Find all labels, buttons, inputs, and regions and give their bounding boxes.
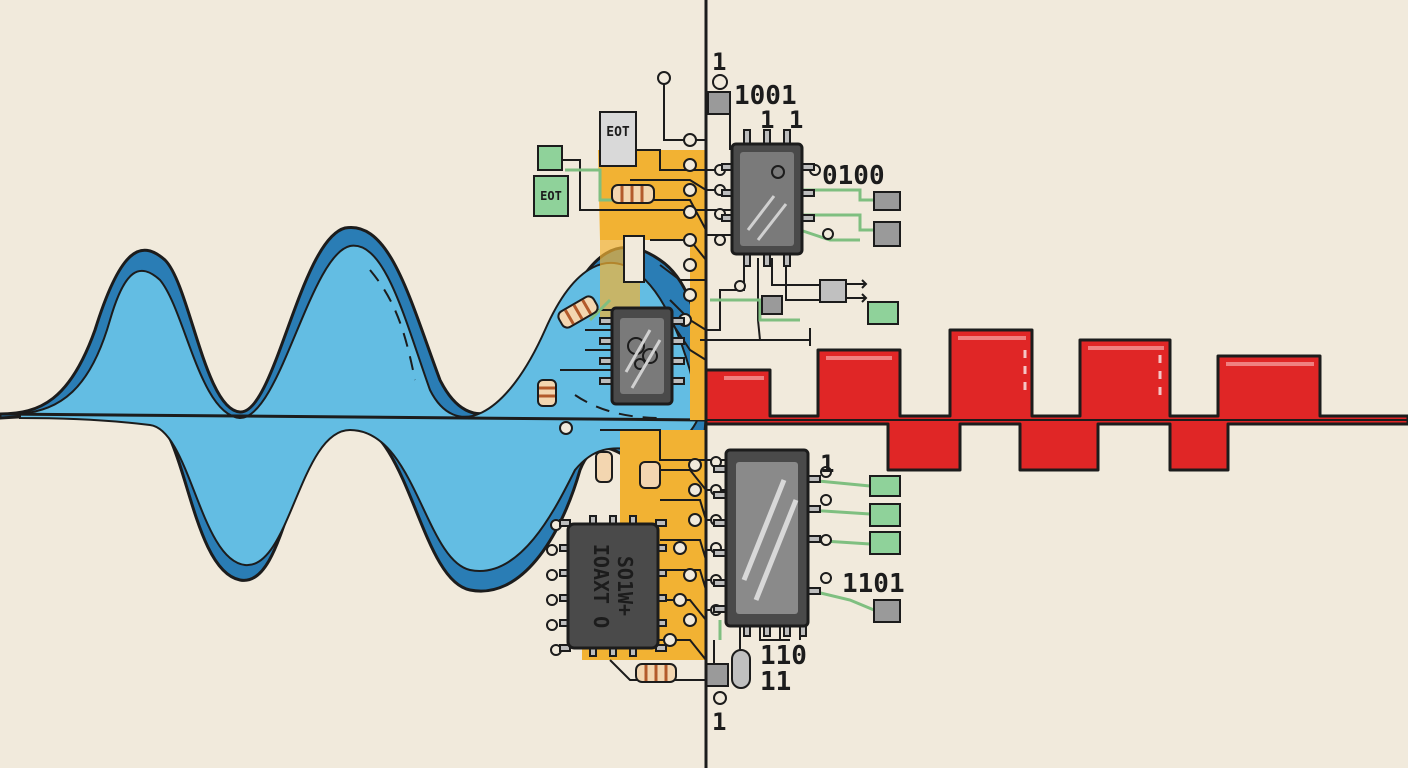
resistor-left bbox=[537, 379, 557, 407]
big-chip-label-1: SO1W+ bbox=[613, 556, 637, 616]
bits-right-lower-single: 1 bbox=[820, 450, 834, 478]
chip-big-bottom-left: SO1W+ IOAXT O bbox=[559, 515, 667, 657]
chip-top-right bbox=[721, 129, 815, 267]
digital-dash-marks bbox=[1023, 350, 1162, 395]
led-upper bbox=[867, 301, 899, 325]
chip-middle bbox=[599, 306, 685, 406]
tag-left-label: EOT bbox=[540, 189, 562, 203]
resistor-top bbox=[611, 184, 655, 204]
circuit-board-icon: EOT EOT bbox=[533, 71, 901, 705]
tag-left: EOT bbox=[533, 145, 569, 217]
resistor-middle bbox=[557, 295, 599, 329]
component-bottom-connector bbox=[705, 649, 751, 689]
board-top bbox=[598, 150, 706, 420]
connector-right-upper bbox=[873, 191, 901, 247]
bits-bottom-single: 1 bbox=[712, 708, 726, 736]
green-traces-left bbox=[565, 168, 620, 322]
bits-right-upper: 0100 bbox=[822, 161, 885, 191]
bits-top-single: 1 bbox=[712, 48, 726, 76]
led-stack-right bbox=[869, 475, 901, 623]
binary-labels: 1 1001 1 1 0100 1 1101 110 11 1 bbox=[712, 48, 905, 736]
bits-bottom-row: 110 bbox=[760, 641, 807, 671]
transistor-icon bbox=[819, 279, 868, 303]
bits-right-lower: 1101 bbox=[842, 569, 905, 599]
resistor-bottom bbox=[635, 663, 677, 683]
chip-bottom-right bbox=[713, 448, 821, 637]
digital-square-wave-icon bbox=[704, 328, 1408, 472]
big-chip-label-2: IOAXT O bbox=[589, 544, 613, 628]
bits-top-row: 1001 bbox=[734, 81, 797, 111]
tag-top-label: EOT bbox=[606, 125, 630, 140]
capacitor-block bbox=[623, 235, 645, 283]
digital-wave-highlights bbox=[724, 336, 1314, 380]
solder-pads-left bbox=[546, 71, 702, 656]
tag-top: EOT bbox=[599, 111, 637, 167]
component-small-grey bbox=[700, 295, 811, 346]
bits-top-pins: 1 1 bbox=[760, 106, 803, 134]
resistor-vertical bbox=[595, 451, 661, 489]
bits-bottom-row-2: 11 bbox=[760, 667, 791, 697]
traces-left bbox=[560, 80, 707, 681]
wave-highlight-stroke bbox=[369, 269, 416, 381]
analog-baseline bbox=[0, 412, 706, 422]
component-top-connector bbox=[707, 91, 731, 115]
wave-highlight-stroke-2 bbox=[574, 394, 661, 419]
